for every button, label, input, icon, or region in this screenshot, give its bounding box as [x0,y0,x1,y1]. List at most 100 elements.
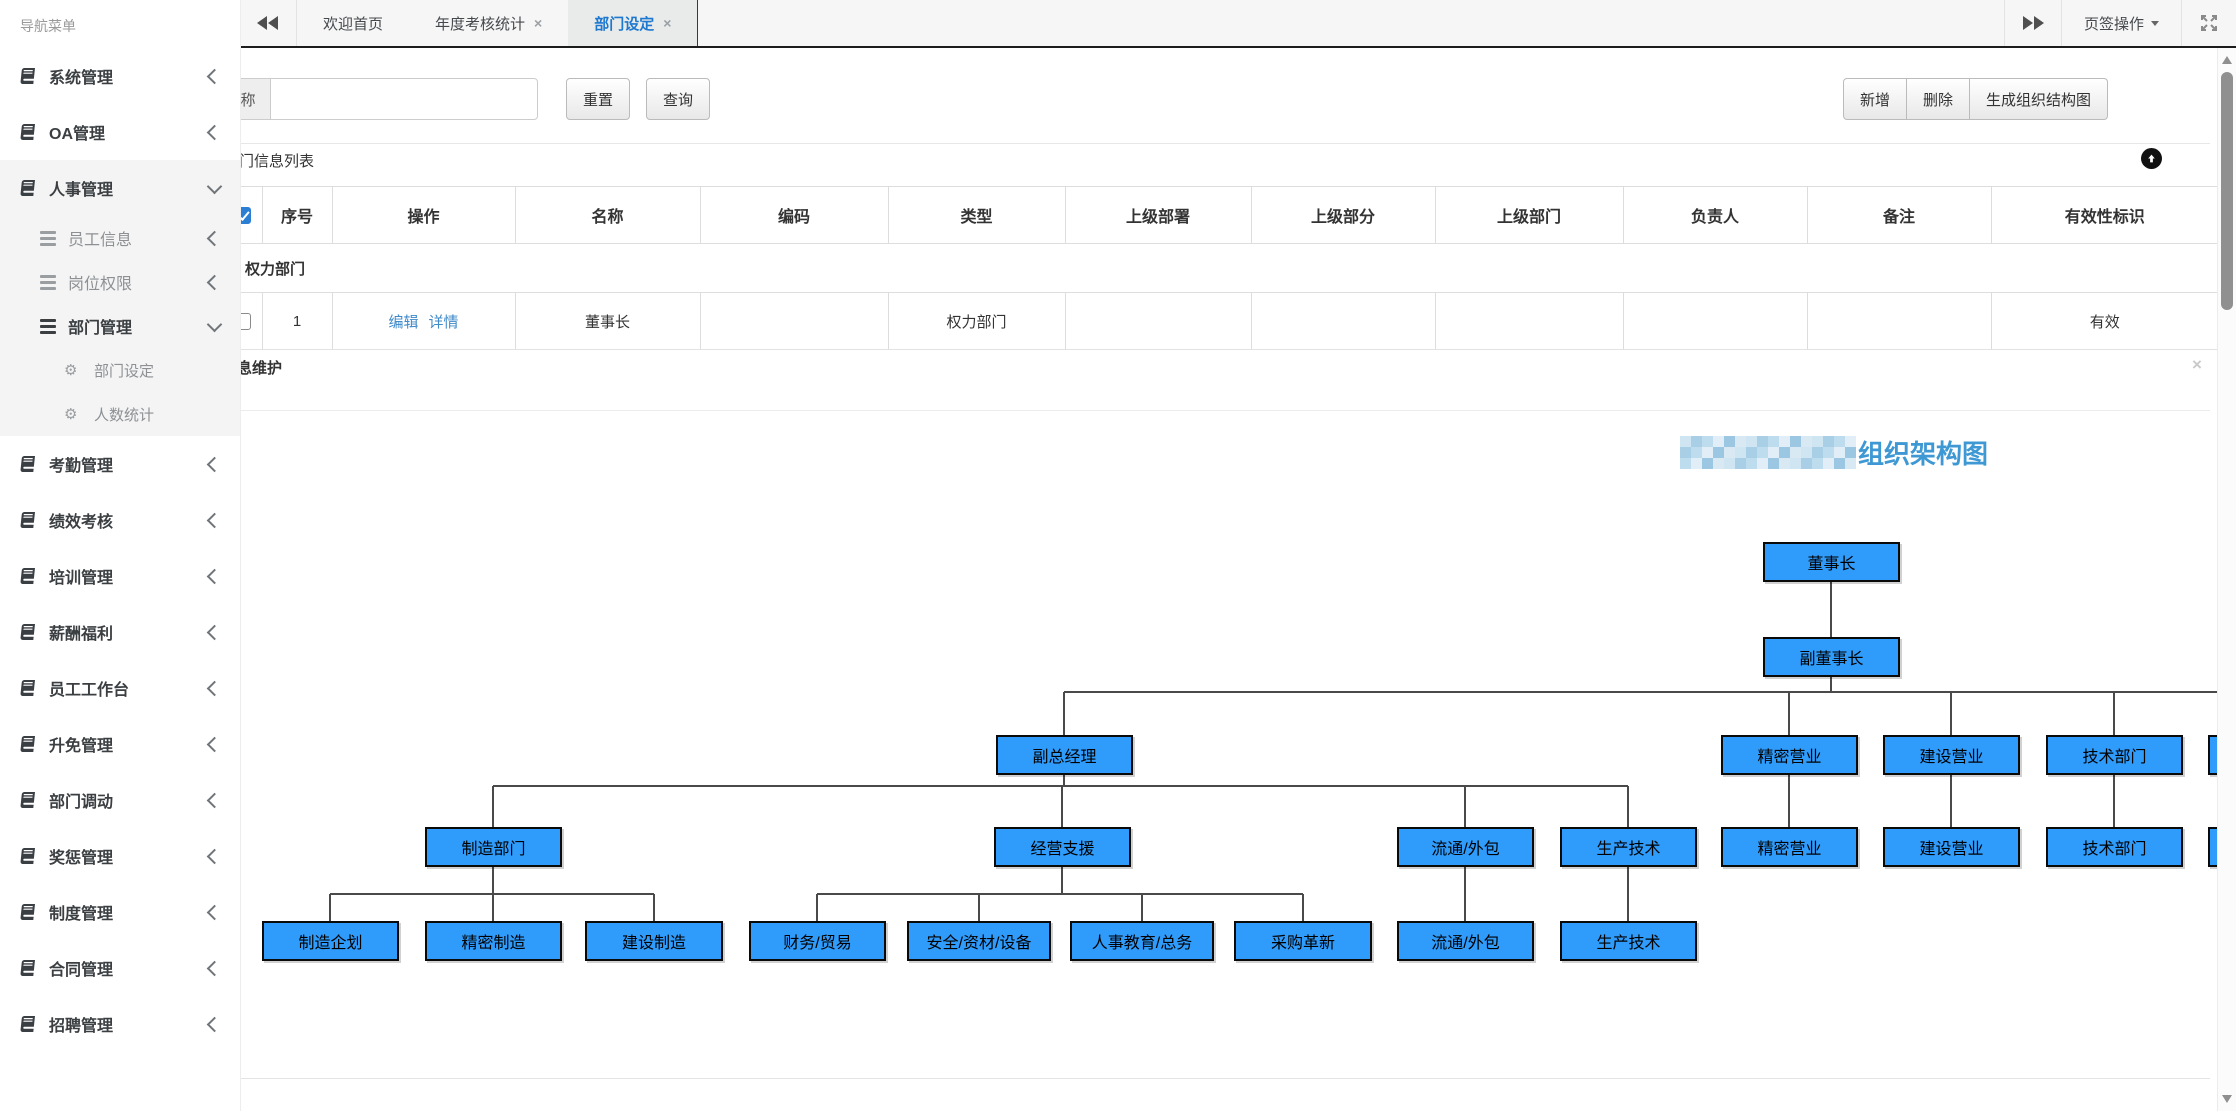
org-node-label: 董事长 [1807,556,1856,573]
group-row[interactable]: 权力部门 [225,243,2218,293]
tab-欢迎首页[interactable]: 欢迎首页 [297,0,409,46]
mosaic-pixel [1823,436,1834,447]
mosaic-pixel [1691,458,1702,469]
mosaic-pixel [1691,436,1702,447]
mosaic-pixel [1823,458,1834,469]
reset-button[interactable]: 重置 [566,78,631,120]
sidebar-item-培训管理[interactable]: 培训管理 [0,548,240,604]
chevron-left-icon [206,904,223,920]
mosaic-pixel [1834,436,1845,447]
tab-close-icon[interactable]: × [534,15,543,31]
gears-icon: ⚙ [64,361,78,379]
sidebar-item-label: 升免管理 [49,738,114,755]
close-panel-icon[interactable]: × [2192,355,2202,374]
mosaic-pixel [1790,447,1801,458]
book-icon [20,512,35,528]
org-node-建设营业: 建设营业 [1883,827,2020,867]
sidebar-item-人数统计[interactable]: ⚙人数统计 [0,392,240,436]
org-chart-title: 组织架构图 [1680,434,1988,471]
sidebar-item-岗位权限[interactable]: 岗位权限 [0,260,240,304]
sidebar-item-合同管理[interactable]: 合同管理 [0,940,240,996]
mosaic-pixel [1757,436,1768,447]
tab-close-icon[interactable]: × [663,15,672,31]
mosaic-pixel [1757,447,1768,458]
tab-strip: 欢迎首页年度考核统计×部门设定× [297,0,699,46]
sidebar-item-label: 制度管理 [49,906,114,923]
tab-operations-dropdown[interactable]: 页签操作 [2060,0,2181,46]
scrollbar-thumb[interactable] [2221,72,2233,310]
mosaic-pixel [1746,447,1757,458]
menu-lines-icon [40,274,56,290]
mosaic-pixel [1680,436,1691,447]
book-icon [20,792,35,808]
mosaic-pixel [1768,436,1779,447]
sidebar-item-部门调动[interactable]: 部门调动 [0,772,240,828]
org-node-副总经理: 副总经理 [996,735,1133,775]
mosaic-pixel [1779,447,1790,458]
edit-link[interactable]: 编辑 [388,313,419,331]
table-actions-group: 新增 删除 生成组织结构图 [1843,78,2109,120]
sidebar-item-OA管理[interactable]: OA管理 [0,104,240,160]
fullscreen-toggle-button[interactable] [2181,0,2236,46]
book-icon [20,68,35,84]
org-node-经营支援: 经营支援 [994,827,1131,867]
scroll-down-arrow[interactable] [2222,1095,2232,1103]
sidebar-item-制度管理[interactable]: 制度管理 [0,884,240,940]
sidebar-item-奖惩管理[interactable]: 奖惩管理 [0,828,240,884]
org-node-label: 生产技术 [1596,841,1661,858]
sidebar-item-label: 培训管理 [49,570,114,587]
query-button[interactable]: 查询 [646,78,711,120]
sidebar-item-员工信息[interactable]: 员工信息 [0,216,240,260]
mosaic-pixel [1724,458,1735,469]
tab-年度考核统计[interactable]: 年度考核统计 × [409,0,568,46]
caret-down-icon [2151,20,2159,26]
mosaic-pixel [1724,436,1735,447]
delete-button[interactable]: 删除 [1907,78,1971,120]
menu-lines-icon [40,318,56,334]
tab-部门设定[interactable]: 部门设定× [568,0,699,46]
chevron-left-icon [206,230,223,246]
sidebar-item-薪酬福利[interactable]: 薪酬福利 [0,604,240,660]
sidebar-item-部门设定[interactable]: ⚙部门设定 [0,348,240,392]
collapse-panel-button[interactable] [2141,148,2162,169]
sidebar-item-部门管理[interactable]: 部门管理 [0,304,240,348]
sidebar-item-员工工作台[interactable]: 员工工作台 [0,660,240,716]
tabs-scroll-right-button[interactable] [2003,0,2061,46]
mosaic-pixel [1834,458,1845,469]
tabs-scroll-left-button[interactable] [240,0,297,46]
mosaic-pixel [1680,447,1691,458]
mosaic-pixel [1768,447,1779,458]
search-input[interactable] [270,78,538,120]
vertical-scrollbar[interactable] [2217,48,2236,1111]
list-panel-title: 部门信息列表 [224,153,315,170]
org-node-label: 安全/资材/设备 [926,935,1032,952]
cell-类型: 权力部门 [887,292,1065,350]
sidebar-item-绩效考核[interactable]: 绩效考核 [0,492,240,548]
book-icon [20,456,35,472]
tab-label: 年度考核统计 [435,15,526,33]
sidebar-item-升免管理[interactable]: 升免管理 [0,716,240,772]
mosaic-pixel [1724,447,1735,458]
org-node-label: 制造部门 [461,841,526,858]
mosaic-pixel [1768,458,1779,469]
sidebar-item-系统管理[interactable]: 系统管理 [0,48,240,104]
org-node-流通/外包: 流通/外包 [1397,827,1534,867]
sidebar-item-label: 部门调动 [49,794,114,811]
details-link[interactable]: 详情 [428,313,459,331]
generate-org-chart-button[interactable]: 生成组织结构图 [1970,78,2109,120]
mosaic-pixel [1801,458,1812,469]
sidebar-item-label: 绩效考核 [49,514,114,531]
sidebar-item-人事管理[interactable]: 人事管理 [0,160,240,216]
sidebar-item-label: 员工信息 [68,232,133,249]
add-button[interactable]: 新增 [1843,78,1908,120]
sidebar-item-考勤管理[interactable]: 考勤管理 [0,436,240,492]
scroll-up-arrow[interactable] [2222,56,2232,64]
sidebar-item-招聘管理[interactable]: 招聘管理 [0,996,240,1052]
mosaic-pixel [1801,436,1812,447]
column-header-负责人: 负责人 [1622,186,1807,244]
sidebar-item-label: 招聘管理 [49,1018,114,1035]
book-icon [20,904,35,920]
